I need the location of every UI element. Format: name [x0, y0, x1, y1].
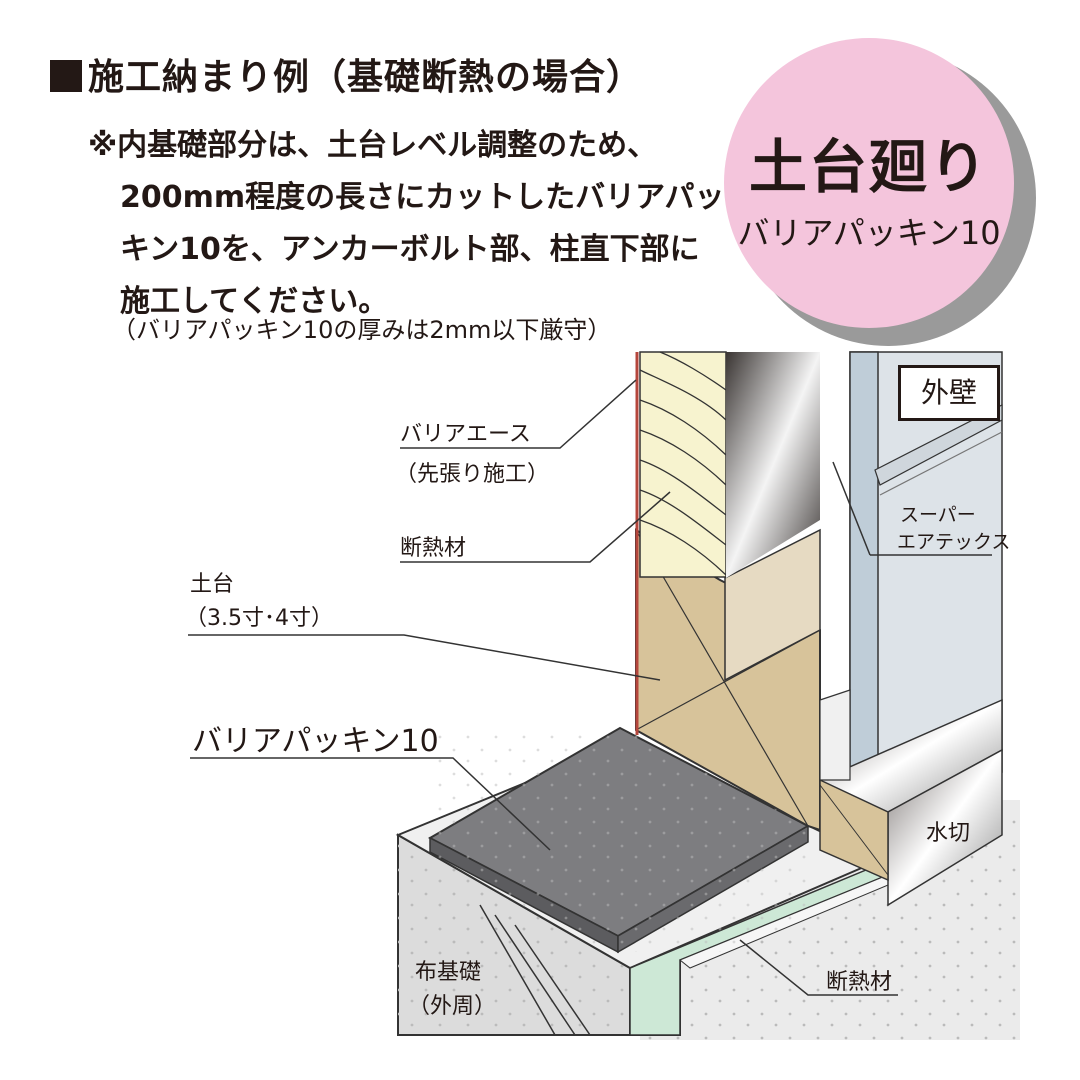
label-nuno-kiso: 布基礎	[415, 960, 482, 985]
badge-title: 土台廻り	[748, 133, 989, 201]
square-bullet-icon	[50, 60, 82, 92]
note-line: 施工してください。	[120, 284, 389, 319]
label-super-airtex-1: スーパー	[900, 504, 976, 526]
label-barrier-packing: バリアパッキン10	[192, 724, 439, 759]
title-text: 施工納まり例（基礎断熱の場合）	[88, 57, 644, 98]
instruction-note: ※内基礎部分は、土台レベル調整のため、 200mm程度の長さにカットしたバリアパ…	[88, 120, 725, 328]
note-line: ※内基礎部分は、土台レベル調整のため、	[88, 128, 658, 163]
page-title: 施工納まり例（基礎断熱の場合）	[50, 48, 643, 100]
label-barrier-ace: バリアエース	[400, 422, 531, 447]
label-insulation-upper: 断熱材	[400, 536, 467, 561]
post-metal	[726, 352, 820, 578]
leader-super-airtex	[832, 461, 871, 556]
upper-insulation	[639, 351, 727, 578]
leader-insulation-upper	[400, 491, 671, 563]
leader-dodai	[188, 634, 661, 681]
label-dodai-sub: （3.5寸･4寸）	[185, 606, 333, 631]
badge-subtitle: バリアパッキン10	[737, 214, 1001, 252]
leader-insulation-lower	[739, 939, 898, 996]
section-badge: 土台廻り バリアパッキン10	[724, 38, 1014, 328]
leader-barrier-packing	[190, 757, 551, 851]
note-line: 200mm程度の長さにカットしたバリアパッ	[120, 180, 725, 215]
super-airtex	[849, 351, 879, 773]
label-super-airtex-2: エアテックス	[897, 531, 1011, 553]
label-nuno-kiso-sub: （外周）	[408, 994, 497, 1019]
leader-barrier-ace	[400, 379, 637, 449]
label-mizukiri: 水切	[926, 821, 971, 846]
label-gaiheki: 外壁	[898, 365, 1000, 421]
note-line: キン10を、アンカーボルト部、柱直下部に	[120, 232, 700, 267]
label-barrier-ace-sub: （先張り施工）	[395, 462, 550, 487]
label-insulation-lower: 断熱材	[826, 970, 893, 995]
thickness-note: （バリアパッキン10の厚みは2mm以下厳守）	[112, 316, 612, 344]
label-dodai: 土台	[190, 572, 235, 597]
